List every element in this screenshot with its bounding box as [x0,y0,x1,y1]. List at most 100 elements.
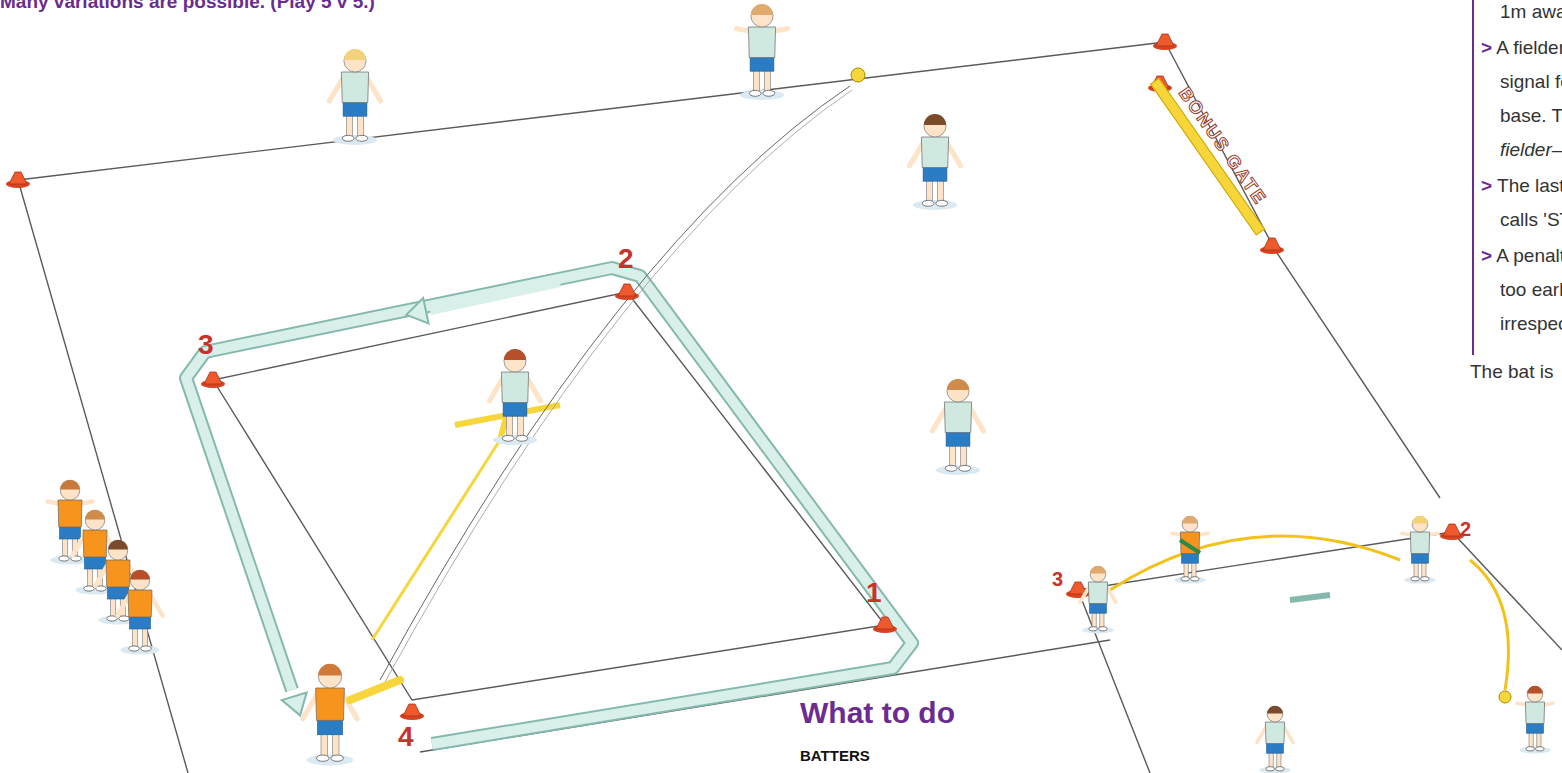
hair [1412,516,1428,524]
player-figure [737,4,788,100]
shirt [128,590,152,617]
leg [927,180,933,204]
leg [63,538,68,559]
rule-text: 1m awa [1500,2,1562,23]
shirt [944,402,971,433]
shadow [1519,746,1550,753]
head [60,481,80,501]
cone-body [204,372,222,384]
shirt [748,27,775,58]
ball-trajectory [385,90,852,682]
leg [88,568,93,589]
gate-band [1150,78,1265,236]
shorts [923,166,947,181]
rule-text: too earl [1500,280,1562,301]
shorts [1527,722,1544,733]
rule-text: The bat is [1470,362,1553,383]
hair [1090,566,1106,574]
hair [60,480,80,490]
leg [358,115,364,139]
shorts [85,556,106,570]
cones [6,34,1464,720]
running-path-outline [186,268,912,744]
cone-body [1156,34,1174,46]
ball-flight [380,68,865,682]
shoe [1536,747,1544,751]
leg [950,445,956,469]
base-number: 4 [398,722,414,753]
shoe [342,135,354,141]
shorts [946,431,970,446]
shoe [1181,577,1189,581]
shirt [341,72,368,103]
shirt [316,688,345,720]
shirt [83,530,107,557]
shadow [121,646,160,655]
shoe [331,755,344,761]
head [504,350,526,372]
shoe [763,90,775,96]
leg [321,733,327,758]
shoe [1099,627,1107,631]
hair [344,49,366,60]
shorts [1267,742,1284,753]
inset-throws [1110,536,1511,703]
shorts [1182,552,1199,563]
rule-text: > The last [1481,176,1562,197]
shoe [922,200,934,206]
player-figure [1080,566,1116,634]
shorts [1412,552,1429,563]
rule-text: calls 'ST [1500,210,1562,231]
leg [111,598,116,619]
boundary-line [18,180,188,773]
hair [924,114,946,125]
rule-text: base. Th [1500,106,1562,127]
shorts [503,401,527,416]
shoe [317,755,330,761]
shirt [501,372,528,403]
shoe [502,435,514,441]
shorts [343,101,367,116]
cone-body [618,284,636,296]
shadow [1259,766,1290,773]
shoe [749,90,761,96]
head [344,50,366,72]
cone-body [1263,238,1281,250]
hair [1527,686,1543,694]
subheading: BATTERS [800,748,870,765]
player-figure [1257,706,1293,773]
hair [1182,516,1198,524]
leg [765,70,771,94]
head [1267,706,1283,722]
rule-text: irrespec [1500,314,1562,335]
shirt [921,137,948,168]
arrow-head [282,692,307,715]
cone-body [1443,524,1461,536]
shoe [1266,767,1274,771]
player-figure [303,664,400,766]
shoe [84,586,95,591]
running-path-fill [186,268,912,744]
leg [961,445,967,469]
shoe [59,556,70,561]
shadow [1404,576,1435,583]
base-number: 2 [1460,518,1471,540]
shadow [307,755,354,766]
base-number: 2 [618,244,634,275]
shoe [1526,747,1534,751]
leg [133,628,138,649]
ball-trajectory [380,86,850,680]
arrow-shaft [430,282,560,310]
leg [333,733,339,758]
head [1090,566,1106,582]
shoe [959,465,971,471]
shirt [1525,702,1544,724]
base-number: 1 [866,578,882,609]
player-figure [490,349,541,445]
shadow [1082,626,1113,633]
player-figure [330,49,381,145]
leg [518,415,524,439]
head [85,511,105,531]
shorts [108,586,129,600]
